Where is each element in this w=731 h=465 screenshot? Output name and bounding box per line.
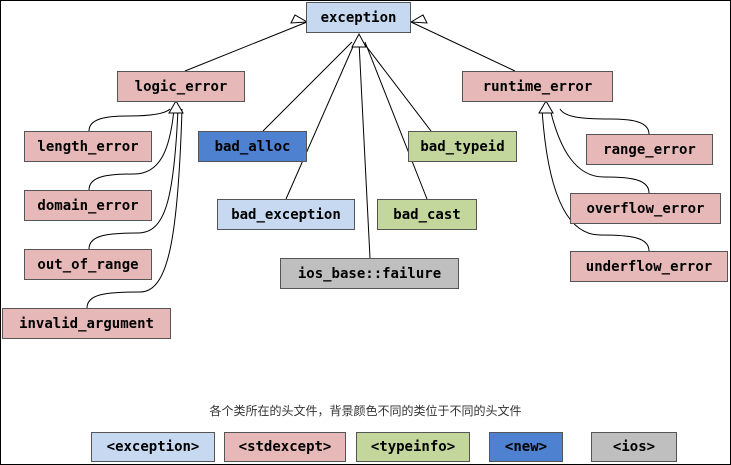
edge-invalid-argument-logic-error [86,108,183,309]
diagram-caption: 各个类所在的头文件，背景颜色不同的类位于不同的头文件 [209,404,522,418]
node-length-error: length_error [24,131,152,162]
arrowhead-exception-left [290,14,309,24]
edge-out-of-range-logic-error [88,108,179,250]
edge-logic-error-exception [184,21,308,72]
node-overflow-error: overflow_error [570,193,721,224]
node-bad-cast: bad_cast [377,199,477,230]
node-logic-error: logic_error [117,71,245,102]
edge-runtime-error-exception [410,21,516,72]
edge-bad-cast-exception [364,41,428,200]
node-bad-typeid: bad_typeid [408,131,517,162]
edge-ios-failure-exception [358,41,371,259]
arrowhead-runtime-error-bottom [538,100,554,114]
edge-bad-typeid-exception [362,41,432,132]
legend-ios-header: <ios> [591,432,677,462]
arrowhead-logic-error-bottom [168,100,184,114]
node-domain-error: domain_error [24,190,152,221]
arrowhead-exception-bottom [351,32,367,48]
legend-stdexcept-header: <stdexcept> [224,432,346,462]
legend-typeinfo-header: <typeinfo> [356,432,470,462]
legend-exception-header: <exception> [91,432,215,462]
node-out-of-range: out_of_range [24,249,152,280]
edge-underflow-error-runtime-error [541,108,650,252]
node-underflow-error: underflow_error [570,251,728,282]
edge-bad-alloc-exception [262,41,353,132]
node-runtime-error: runtime_error [462,71,613,102]
arrowhead-exception-right [409,14,428,24]
edge-domain-error-logic-error [88,108,175,191]
legend-new-header: <new> [489,432,563,462]
node-bad-alloc: bad_alloc [198,131,307,162]
node-bad-exception: bad_exception [217,199,355,230]
edge-bad-exception-exception [285,41,356,200]
node-invalid-argument: invalid_argument [2,308,171,339]
edge-length-error-logic-error [88,108,171,132]
node-ios-base-failure: ios_base::failure [280,258,459,289]
node-exception: exception [306,2,411,33]
edge-range-error-runtime-error [559,108,650,135]
node-range-error: range_error [586,134,713,165]
edge-overflow-error-runtime-error [549,108,650,194]
